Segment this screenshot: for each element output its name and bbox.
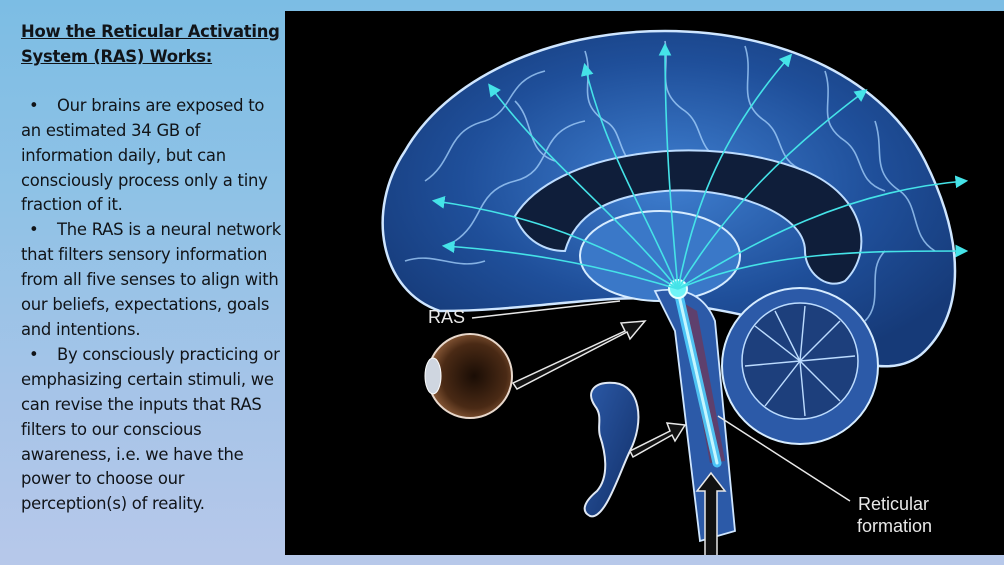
bullet-item-1: •Our brains are exposed to an estimated … bbox=[21, 94, 283, 219]
slide-title: How the Reticular Activating System (RAS… bbox=[21, 22, 280, 66]
bullet-icon: • bbox=[29, 220, 39, 240]
reticular-formation-label-line2: formation bbox=[857, 516, 933, 536]
arrow-icon bbox=[511, 320, 647, 390]
ras-label: RAS bbox=[428, 307, 466, 327]
ear-icon bbox=[583, 381, 640, 518]
brain-sagittal-illustration bbox=[381, 29, 969, 555]
text-panel: How the Reticular Activating System (RAS… bbox=[21, 20, 283, 517]
bullet-text: Our brains are exposed to an estimated 3… bbox=[21, 95, 268, 215]
bullet-item-2: •The RAS is a neural network that filter… bbox=[21, 218, 283, 343]
arrow-icon bbox=[628, 422, 687, 459]
reticular-formation-label-line1: Reticular bbox=[858, 494, 930, 514]
bullet-text: The RAS is a neural network that filters… bbox=[21, 220, 282, 339]
ras-brain-figure: RAS Reticular formation bbox=[285, 11, 1004, 555]
bullet-item-3: •By consciously practicing or emphasizin… bbox=[21, 343, 283, 517]
bullet-text: By consciously practicing or emphasizing… bbox=[21, 344, 280, 514]
arrow-icon bbox=[695, 471, 727, 555]
bullet-icon: • bbox=[29, 344, 39, 364]
bullet-icon: • bbox=[29, 95, 39, 115]
